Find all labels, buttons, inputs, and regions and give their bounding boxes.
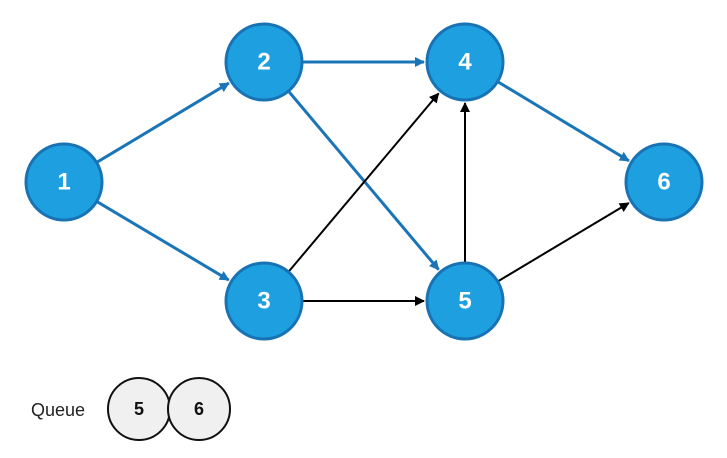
queue-item-circle [167,377,231,441]
edges-layer [96,57,630,306]
node-label: 3 [257,288,270,315]
node-label: 2 [257,49,270,76]
queue-item: 6 [167,377,231,441]
node-label: 4 [458,49,472,76]
queue-label: Queue [31,400,85,420]
node-label: 1 [57,169,70,196]
node-circle [425,261,505,341]
node-4: 4 [425,22,505,102]
nodes-layer: 1 2 3 4 5 6 [24,22,704,341]
node-1: 1 [24,142,104,222]
edge-5-to-6 [497,202,630,282]
node-circle [624,142,704,222]
node-circle [224,261,304,341]
queue-item-label: 6 [194,399,204,419]
node-label: 5 [458,288,471,315]
node-circle [425,22,505,102]
node-2: 2 [224,22,304,102]
edge-4-to-6 [497,80,630,163]
node-3: 3 [224,261,304,341]
edge-1-to-2 [96,81,230,164]
node-5: 5 [425,261,505,341]
node-circle [24,142,104,222]
edge-1-to-3 [96,200,230,282]
edge-3-to-4 [288,92,440,272]
node-6: 6 [624,142,704,222]
queue-item-label: 5 [134,399,144,419]
node-label: 6 [657,169,670,196]
queue-item: 5 [107,377,171,441]
node-circle [224,22,304,102]
